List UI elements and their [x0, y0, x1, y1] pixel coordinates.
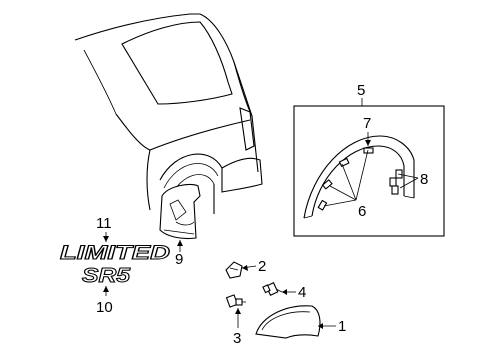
callout-7: 7 [363, 115, 371, 132]
fender-molding [255, 305, 321, 339]
callout-8: 8 [420, 171, 428, 188]
callout-2: 2 [258, 258, 266, 275]
sr5-emblem: SR5 [82, 265, 132, 288]
callout-3: 3 [233, 330, 241, 347]
leader-lines [103, 98, 419, 329]
limited-emblem: LIMITED [60, 243, 171, 265]
vehicle-body-outline [74, 13, 263, 214]
detail-box [293, 105, 445, 237]
mud-flap [159, 183, 201, 240]
callout-10: 10 [96, 299, 113, 316]
svg-text:SR5: SR5 [82, 265, 131, 287]
clip-part-4 [262, 282, 283, 296]
callout-4: 4 [298, 284, 306, 301]
callout-9: 9 [175, 251, 183, 268]
clip-part-2 [225, 261, 243, 279]
callout-5: 5 [357, 82, 365, 99]
callout-11: 11 [96, 215, 112, 232]
clip-part-3 [225, 294, 246, 308]
callout-1: 1 [338, 318, 346, 335]
svg-text:LIMITED: LIMITED [60, 243, 170, 264]
callout-6: 6 [358, 203, 366, 220]
